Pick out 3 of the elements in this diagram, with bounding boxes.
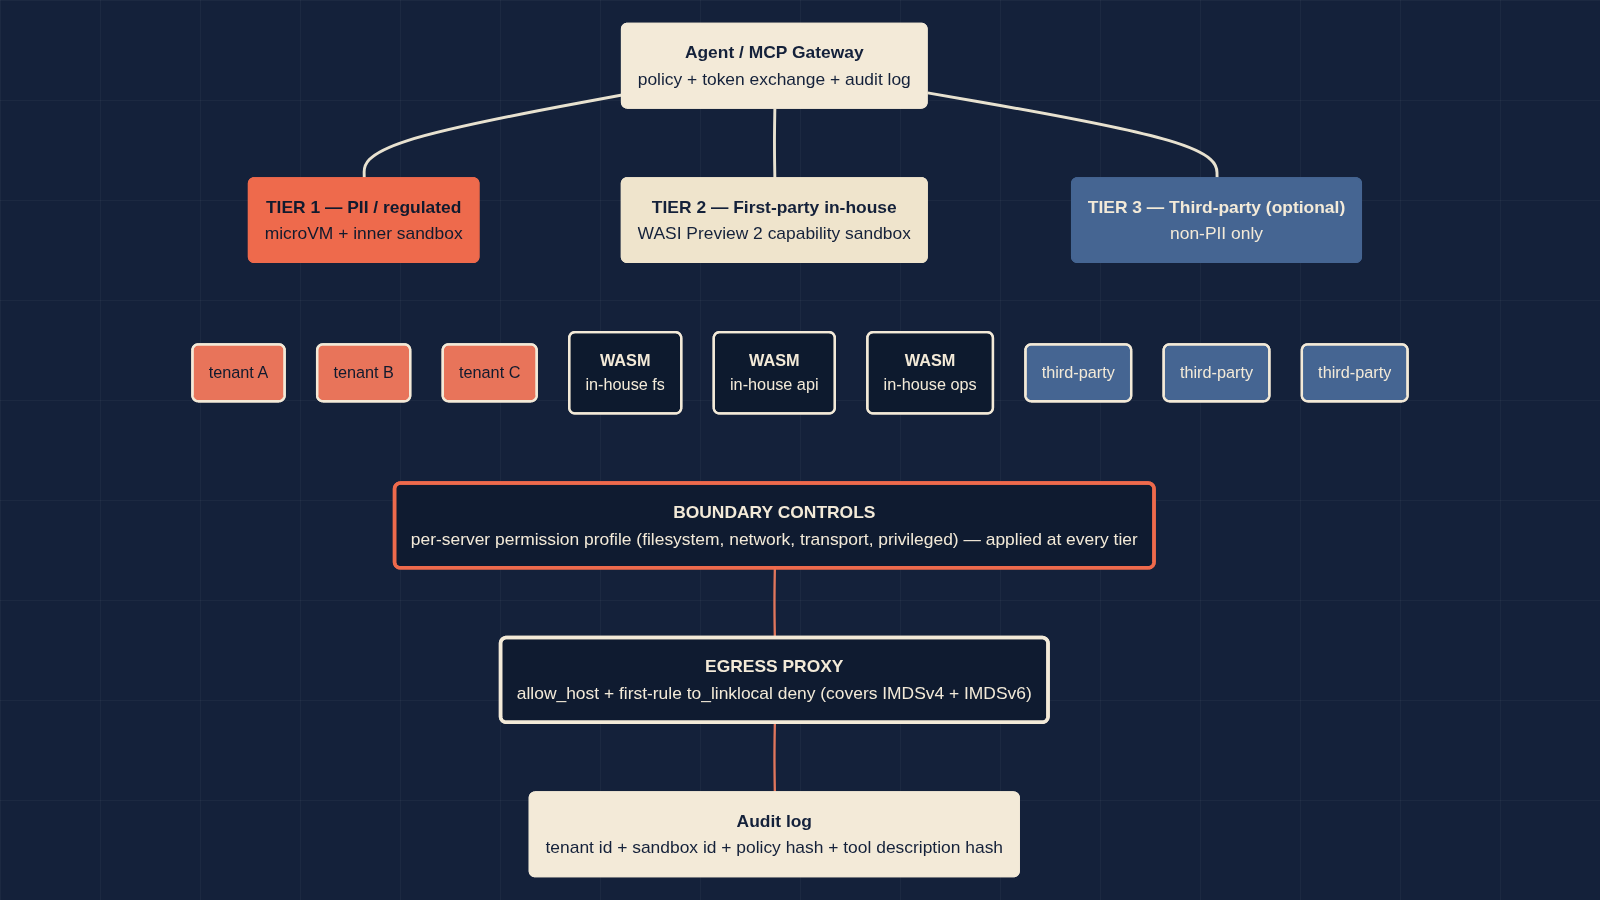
connector (927, 91, 1219, 179)
connector (773, 722, 776, 793)
connector (773, 108, 777, 179)
